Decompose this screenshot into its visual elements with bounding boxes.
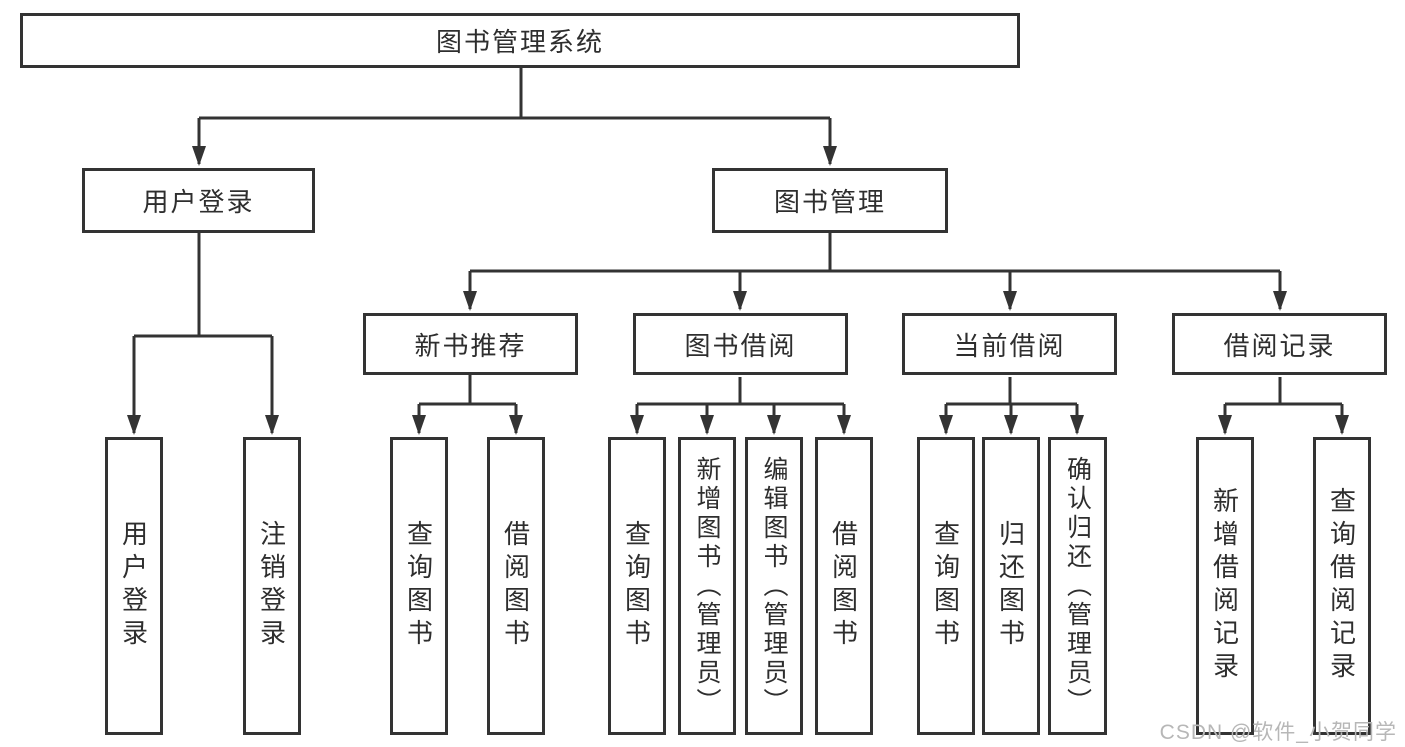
leaf-edit-books-admin: 编辑图书（管理员） (745, 437, 803, 735)
leaf-add-borrow-record: 新增借阅记录 (1196, 437, 1254, 735)
leaf-confirm-return-admin: 确认归还（管理员） (1048, 437, 1107, 735)
csdn-watermark: CSDN @软件_小贺同学 (1159, 721, 1397, 744)
node-user-login: 用户登录 (82, 168, 315, 233)
leaf-user-login: 用户登录 (105, 437, 163, 735)
node-book-management: 图书管理 (712, 168, 948, 233)
node-borrow-records: 借阅记录 (1172, 313, 1387, 375)
leaf-return-books: 归还图书 (982, 437, 1040, 735)
leaf-query-books-borrow: 查询图书 (608, 437, 666, 735)
leaf-query-books-current: 查询图书 (917, 437, 975, 735)
node-book-borrow: 图书借阅 (633, 313, 848, 375)
leaf-add-books-admin: 新增图书（管理员） (678, 437, 736, 735)
leaf-query-borrow-record: 查询借阅记录 (1313, 437, 1371, 735)
node-new-book-recommend: 新书推荐 (363, 313, 578, 375)
node-library-system: 图书管理系统 (20, 13, 1020, 68)
node-current-borrow: 当前借阅 (902, 313, 1117, 375)
leaf-borrow-books-recommend: 借阅图书 (487, 437, 545, 735)
leaf-query-books-recommend: 查询图书 (390, 437, 448, 735)
leaf-borrow-books: 借阅图书 (815, 437, 873, 735)
leaf-logout: 注销登录 (243, 437, 301, 735)
